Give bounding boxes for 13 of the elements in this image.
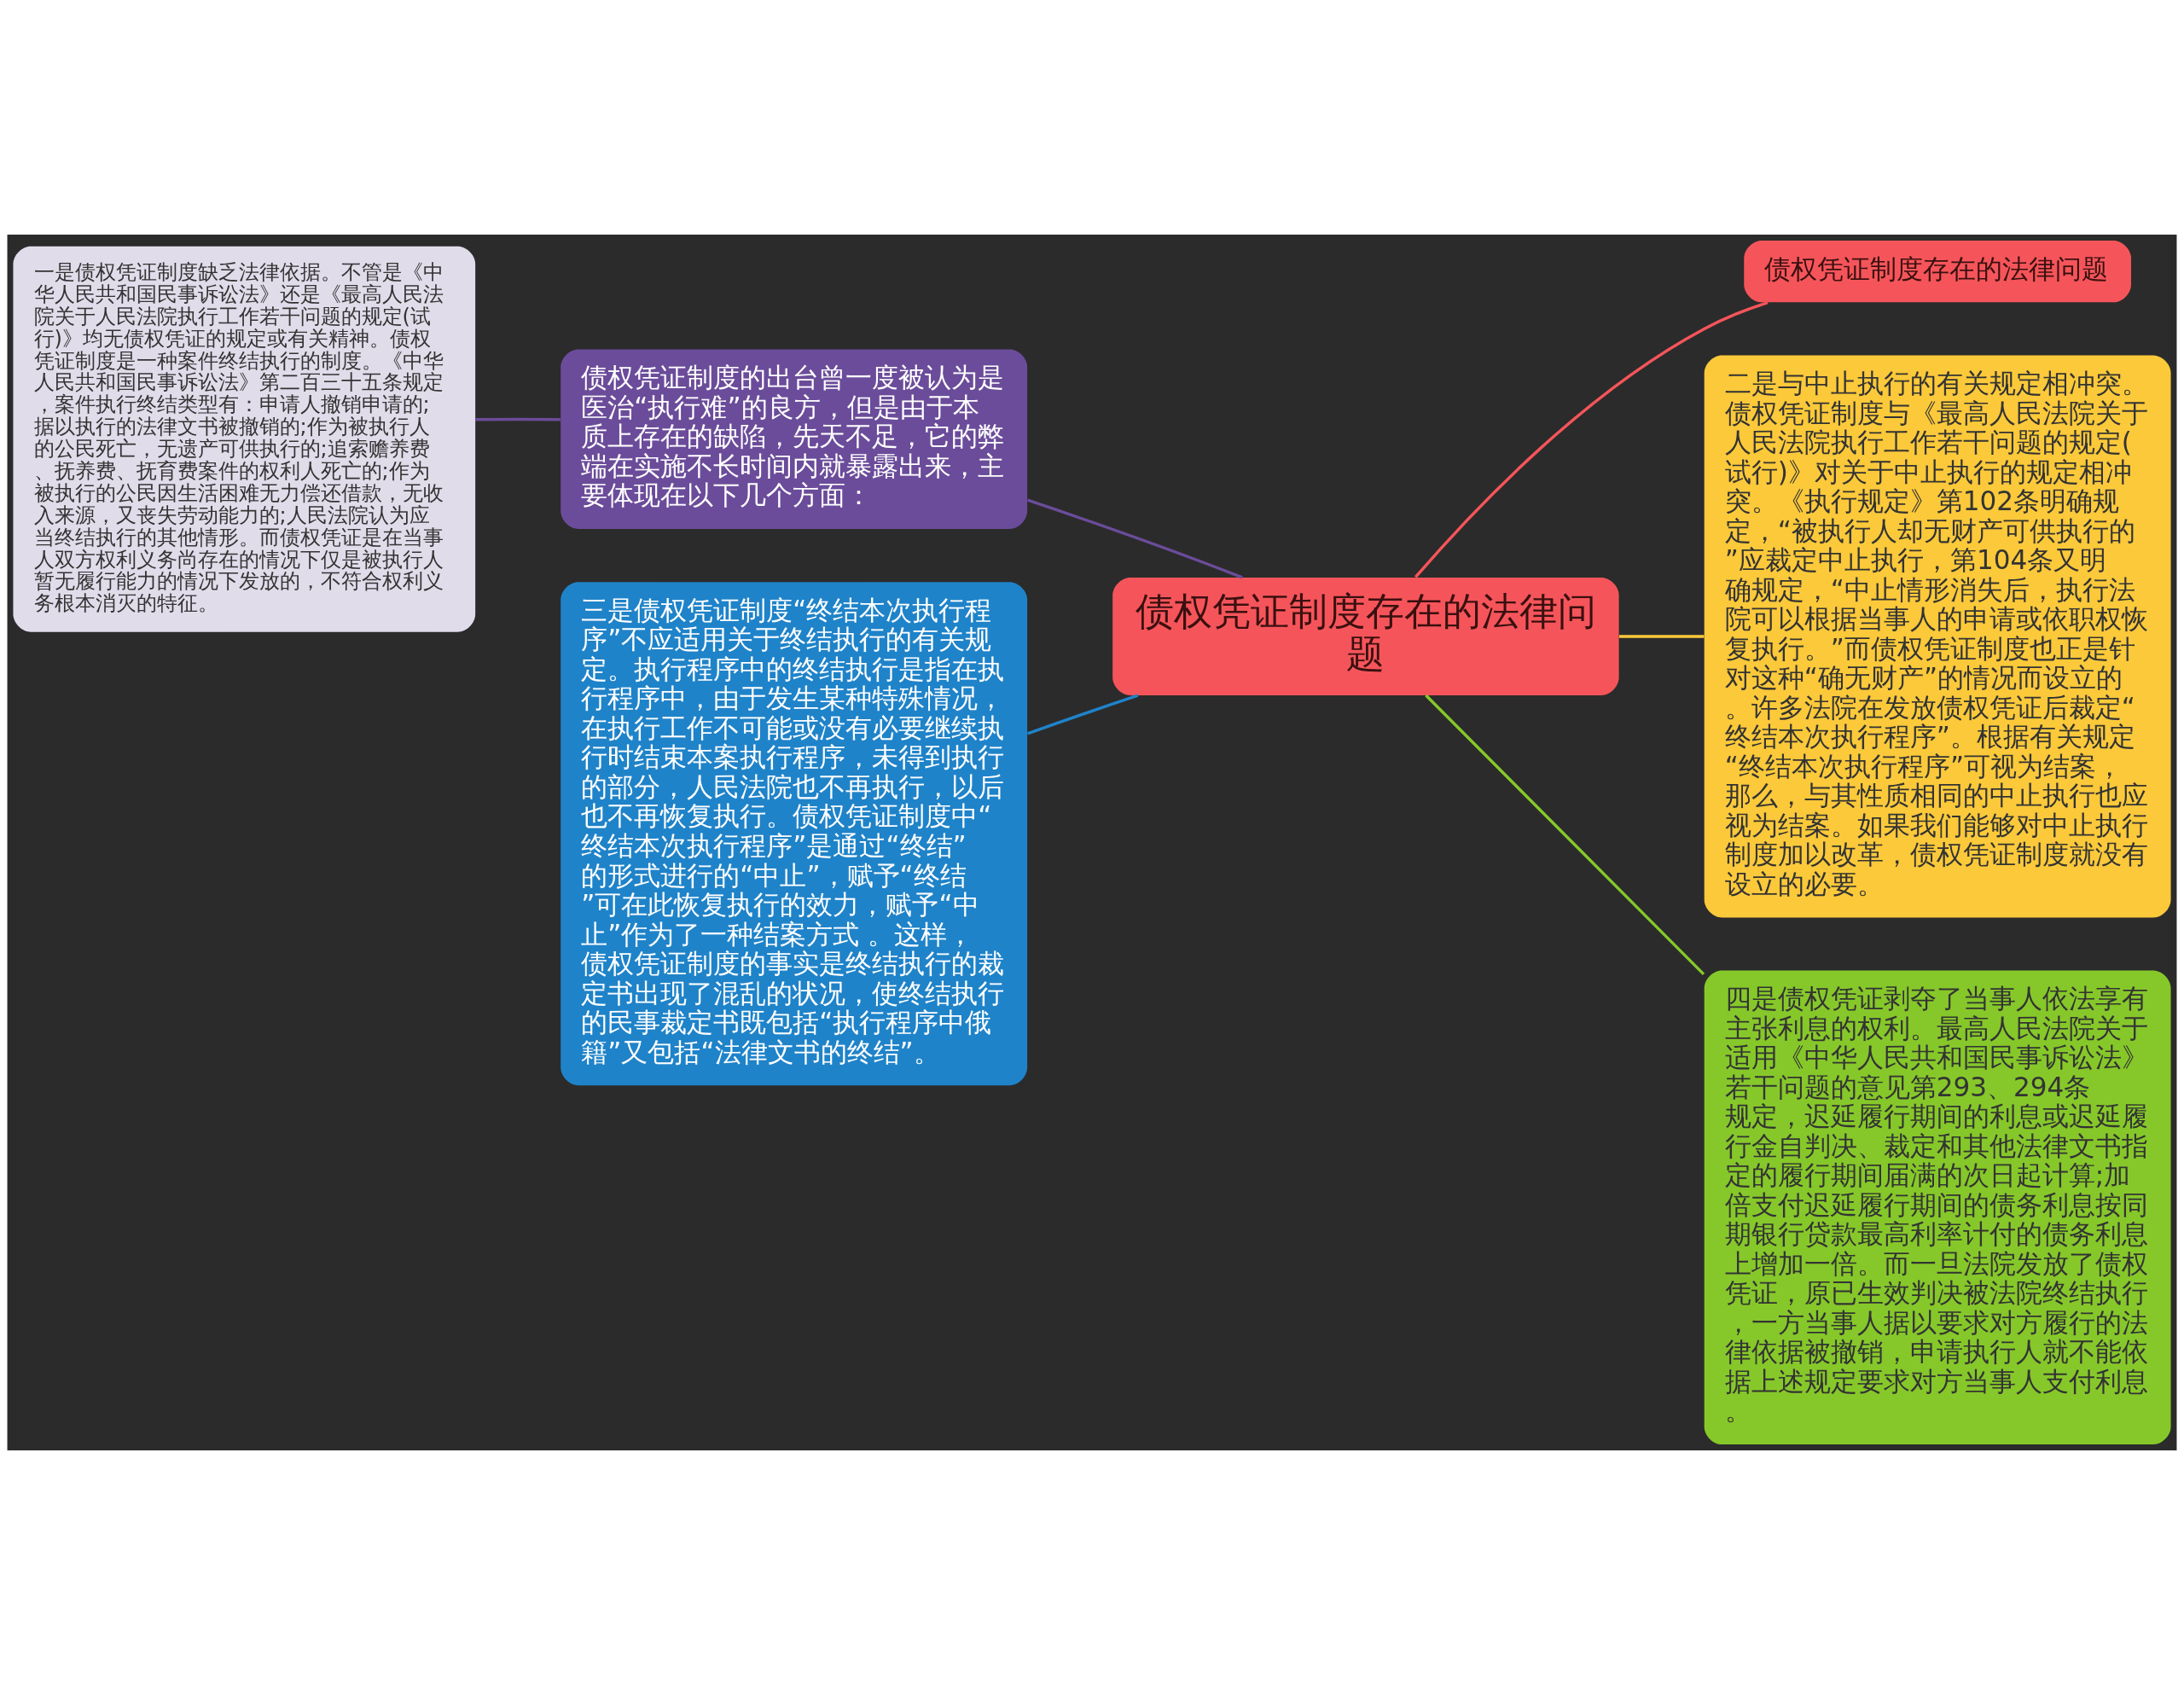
node-box: 四是债权凭证剥夺了当事人依法享有主张利息的权利。最高人民法院关于适用《中华人民共和国民事诉讼法》若干问题的意见第293、294条规定，迟延履行期间的利息或迟延履行金自判决、裁定和其他法律文书指定的履行期间届满的次日起计算;加倍支付迟延履行期间的债务利息按同期银行贷款最高利率计付的债务利息上增加一倍。而一旦法院发放了债权凭证，原已生效判决被法院终结执行，一方当事人据以要求对方履行的法律依据被撤销，申请执行人就不能依据上述规定要求对方当事人支付利息。 — [1704, 970, 2171, 1445]
node-box: 债权凭证制度存在的法律问题 — [1112, 577, 1619, 695]
node-box: 一是债权凭证制度缺乏法律依据。不管是《中华人民共和国民事诉讼法》还是《最高人民法院关于人民法院执行工作若干问题的规定(试行)》均无债权凭证的规定或有关精神。债权凭证制度是一种案件终结执行的制度。《中华人民共和国民事诉讼法》第二百三十五条规定，案件执行终结类型有：申请人撤销申请的;据以执行的法律文书被撤销的;作为被执行人的公民死亡，无遗产可供执行的;追索赡养费、抚养费、抚育费案件的权利人死亡的;作为被执行的公民因生活困难无力偿还借款，无收入来源，又丧失劳动能力的;人民法院认为应当终结执行的其他情形。而债权凭证是在当事人双方权利义务尚存在的情况下仅是被执行人暂无履行能力的情况下发放的，不符合权利义务根本消灭的特征。 — [13, 246, 476, 632]
node-box: 债权凭证制度存在的法律问题 — [1744, 240, 2131, 303]
connector — [1414, 300, 1769, 578]
connector — [1026, 694, 1139, 735]
connector — [1619, 635, 1705, 638]
connector — [475, 417, 561, 421]
connector — [1027, 498, 1243, 579]
node-box: 三是债权凭证制度“终结本次执行程序”不应适用关于终结执行的有关规定。执行程序中的终结执行是指在执行程序中，由于发生某种特殊情况，在执行工作不可能或没有必要继续执行时结束本案执行程序，未得到执行的部分，人民法院也不再执行，以后也不再恢复执行。债权凭证制度中“终结本次执行程序”是通过“终结”的形式进行的“中止”，赋予“终结”可在此恢复执行的效力，赋予“中止”作为了一种结案方式 。这样，债权凭证制度的事实是终结执行的裁定书出现了混乱的状况，使终结执行的民事裁定书既包括“执行程序中俄籍”又包括“法律文书的终结”。 — [561, 582, 1028, 1086]
node-box: 债权凭证制度的出台曾一度被认为是医治“执行难”的良方，但是由于本质上存在的缺陷，先天不足，它的弊端在实施不长时间内就暴露出来，主要体现在以下几个方面： — [561, 349, 1028, 530]
node-box: 二是与中止执行的有关规定相冲突。债权凭证制度与《最高人民法院关于人民法院执行工作若干问题的规定(试行)》对关于中止执行的规定相冲突。《执行规定》第102条明确规定，“被执行人却无财产可供执行的”应裁定中止执行，第104条又明确规定，“中止情形消失后，执行法院可以根据当事人的申请或依职权恢复执行。”而债权凭证制度也正是针对这种“确无财产”的情况而设立的。许多法院在发放债权凭证后裁定“终结本次执行程序”。根据有关规定“终结本次执行程序”可视为结案，那么，与其性质相同的中止执行也应视为结案。如果我们能够对中止执行制度加以改革，债权凭证制度就没有设立的必要。 — [1704, 355, 2171, 918]
connector — [1425, 694, 1705, 976]
